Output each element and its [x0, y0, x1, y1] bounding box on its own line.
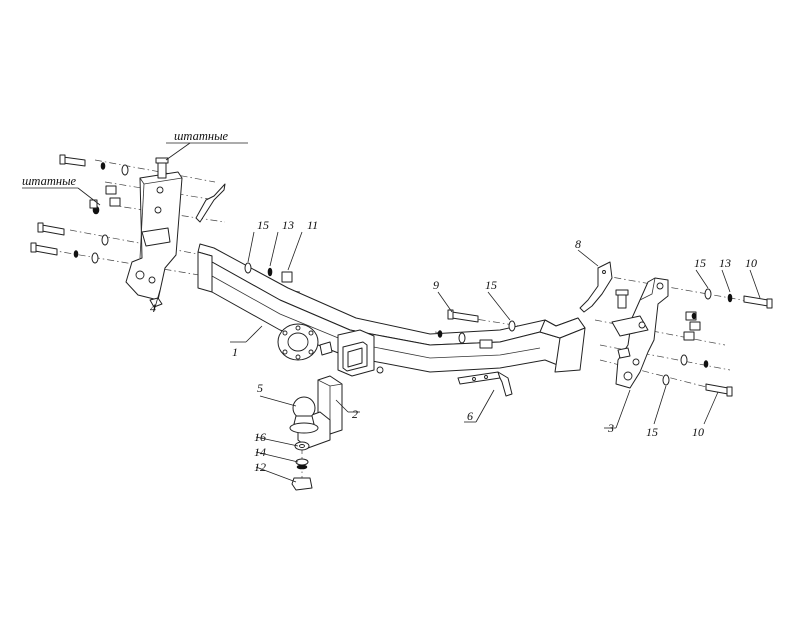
left-bracket	[125, 171, 183, 308]
callout-15-left: 15	[257, 218, 269, 232]
callout-15-right-top: 15	[694, 256, 706, 270]
callout-14: 14	[254, 445, 266, 459]
callout-13-right: 13	[719, 256, 731, 270]
center-bolts	[437, 309, 516, 349]
right-fasteners	[615, 289, 701, 341]
callout-6: 6	[467, 409, 473, 423]
callout-15-right-bottom: 15	[646, 425, 658, 439]
callout-5: 5	[257, 381, 263, 395]
callout-12: 12	[254, 460, 266, 474]
cross-beam	[197, 243, 586, 373]
annotations: штатные штатные 1 2 3 4 5 6 8 9 10 10 11…	[22, 129, 757, 474]
leader-lines	[22, 142, 761, 483]
right-bolts	[662, 288, 773, 397]
callout-13-left: 13	[282, 218, 294, 232]
left-tab-plate	[195, 183, 226, 223]
callout-10-bottom: 10	[692, 425, 704, 439]
callout-15-center: 15	[485, 278, 497, 292]
callout-9: 9	[433, 278, 439, 292]
right-tab-plate	[579, 261, 613, 313]
callout-3: 3	[607, 421, 614, 435]
callout-16: 16	[254, 430, 266, 444]
receiver-housing	[337, 329, 384, 377]
callout-8: 8	[575, 237, 581, 251]
stock-label-left: штатные	[22, 174, 77, 188]
ball-fasteners	[291, 441, 313, 491]
tow-ball	[289, 396, 319, 434]
callout-11: 11	[307, 218, 318, 232]
left-bolts	[30, 154, 129, 264]
beam-flange-plate	[277, 323, 333, 361]
callout-2: 2	[352, 407, 358, 421]
socket-bracket	[457, 371, 513, 397]
callout-4: 4	[150, 301, 156, 315]
stock-fasteners-left	[89, 157, 169, 215]
left-washers	[244, 262, 293, 283]
stock-label-top: штатные	[174, 129, 229, 143]
callout-10-top: 10	[745, 256, 757, 270]
callout-1: 1	[232, 345, 238, 359]
right-bracket	[611, 277, 669, 389]
